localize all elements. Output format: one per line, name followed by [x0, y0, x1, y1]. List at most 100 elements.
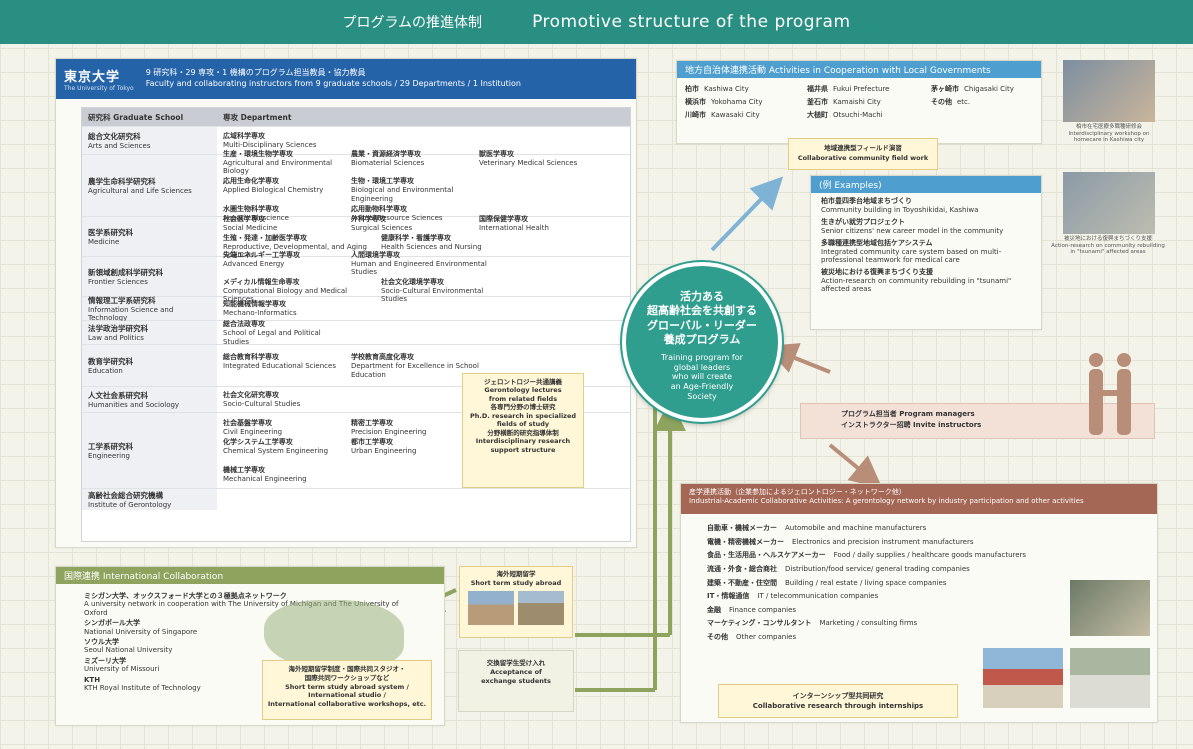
graduate-school-en: Information Science and Technology: [88, 305, 174, 322]
example-jp: 生きがい就労プロジェクト: [821, 218, 905, 227]
industry-item: 金融 Finance companies: [707, 604, 1131, 618]
example-en: Community building in Toyoshikidai, Kash…: [821, 206, 979, 214]
center-jp-line: 活力ある: [680, 290, 724, 303]
department-en: Biological and Environmental Engineering: [351, 186, 454, 203]
arrow-to-industry: [828, 443, 883, 489]
center-en-line: global leaders: [673, 362, 731, 372]
intl-jp: ミズーリ大学: [84, 656, 126, 665]
city-en: Kamaishi City: [833, 98, 881, 106]
department-en: Civil Engineering: [223, 428, 283, 437]
intl-en: A university network in cooperation with…: [84, 600, 399, 617]
graduate-school-en: Education: [88, 366, 123, 375]
department-jp: メディカル情報生命専攻: [223, 278, 300, 286]
fieldwork-jp: 地域連携型フィールド演習: [824, 144, 902, 152]
graduate-school-jp: 総合文化研究科: [88, 131, 141, 141]
example-jp: 被災地における復興まちづくり支援: [821, 268, 933, 277]
handshake-icon: [1089, 353, 1131, 435]
graduate-school-jp: 高齢社会総合研究機構: [88, 490, 163, 500]
gerontology-line: Interdisciplinary research: [475, 437, 571, 446]
graduate-school-en: Engineering: [88, 451, 130, 460]
gerontology-line: ジェロントロジー共通講義: [484, 378, 562, 386]
industry-title-jp: 産学連携活動（企業参加によるジェロントロジー・ネットワーク他）: [689, 488, 906, 496]
department-jp: 社会医学専攻: [223, 214, 265, 223]
department-en: Precision Engineering: [351, 428, 427, 437]
industry-en: Marketing / consulting firms: [819, 619, 918, 628]
examples-header: (例 Examples): [811, 176, 1041, 193]
department-jp: 応用生命化学専攻: [223, 177, 279, 186]
arrow-pm-center: [765, 343, 831, 374]
table-header: 研究科 Graduate School 専攻 Department: [82, 108, 630, 126]
city-en: Chigasaki City: [964, 85, 1014, 93]
department-en: Animal Resource Sciences: [351, 213, 443, 222]
department-en: Biomaterial Sciences: [351, 159, 425, 168]
city-en: Yokohama City: [711, 98, 763, 106]
system-line: International studio /: [308, 691, 386, 700]
department-jp: 国際保健学専攻: [479, 214, 528, 223]
col-graduate-school: 研究科 Graduate School: [88, 112, 184, 122]
intern-en: Collaborative research through internshi…: [752, 701, 924, 710]
industry-en: Finance companies: [729, 605, 797, 614]
graduate-school-en: Law and Politics: [88, 333, 144, 342]
department-en: Integrated Educational Sciences: [223, 362, 336, 371]
graduate-school-jp: 医学系研究科: [88, 227, 133, 237]
example-en: Senior citizens' new career model in the…: [821, 227, 1004, 236]
department-en: Social Medicine: [223, 223, 278, 232]
department-jp: 都市工学専攻: [351, 438, 393, 447]
workshop-photo: [1063, 60, 1155, 122]
department-jp: 社会文化研究専攻: [223, 391, 279, 400]
department-jp: 精密工学専攻: [351, 419, 393, 428]
center-title-jp: 活力ある超高齢社会を共創するグローバル・リーダー養成プログラム: [626, 290, 778, 347]
department-en: Mechano-Informatics: [223, 309, 297, 318]
graduate-school-en: Frontier Sciences: [88, 277, 148, 286]
short-jp: 海外短期留学: [496, 570, 536, 578]
rebuilding-caption-en: Action-research on community rebuilding …: [1051, 242, 1165, 256]
gerontology-line: from related fields: [488, 394, 558, 403]
graduate-school-en: Arts and Sciences: [88, 141, 151, 150]
department-en: Multi-Disciplinary Sciences: [223, 141, 317, 150]
industry-jp: 金融: [707, 605, 721, 614]
department-jp: 総合教育科学専攻: [223, 353, 279, 362]
city-en: Otsuchi-Machi: [833, 111, 883, 119]
industry-en: Food / daily supplies / healthcare goods…: [833, 551, 1027, 560]
department-en: Aquatic Bioscience: [223, 213, 289, 222]
department-en: Socio-Cultural Environmental Studies: [381, 287, 484, 304]
industry-en: Automobile and machine manufacturers: [785, 524, 927, 532]
rebuilding-caption-jp: 被災地における復興まちづくり支援: [1063, 236, 1152, 242]
industry-jp: 建築・不動産・住空間: [707, 578, 777, 587]
industry-title-en: Industrial-Academic Collaborative Activi…: [689, 497, 1084, 506]
department-jp: 人間環境学専攻: [351, 250, 400, 259]
intern-jp: インターンシップ型共同研究: [792, 692, 884, 700]
department-jp: 社会基盤学専攻: [223, 419, 272, 428]
department-en: Mechanical Engineering: [223, 474, 307, 483]
graduate-school-jp: 新領域創成科学研究科: [88, 267, 163, 277]
graduate-school-en: Institute of Gerontology: [88, 500, 172, 509]
intl-jp: KTH: [84, 675, 101, 684]
industry-en: Distribution/food service/ general tradi…: [785, 564, 970, 573]
short-study-box: 海外短期留学 Short term study abroad: [459, 566, 573, 638]
department-jp: 水圏生物科学専攻: [223, 204, 279, 213]
